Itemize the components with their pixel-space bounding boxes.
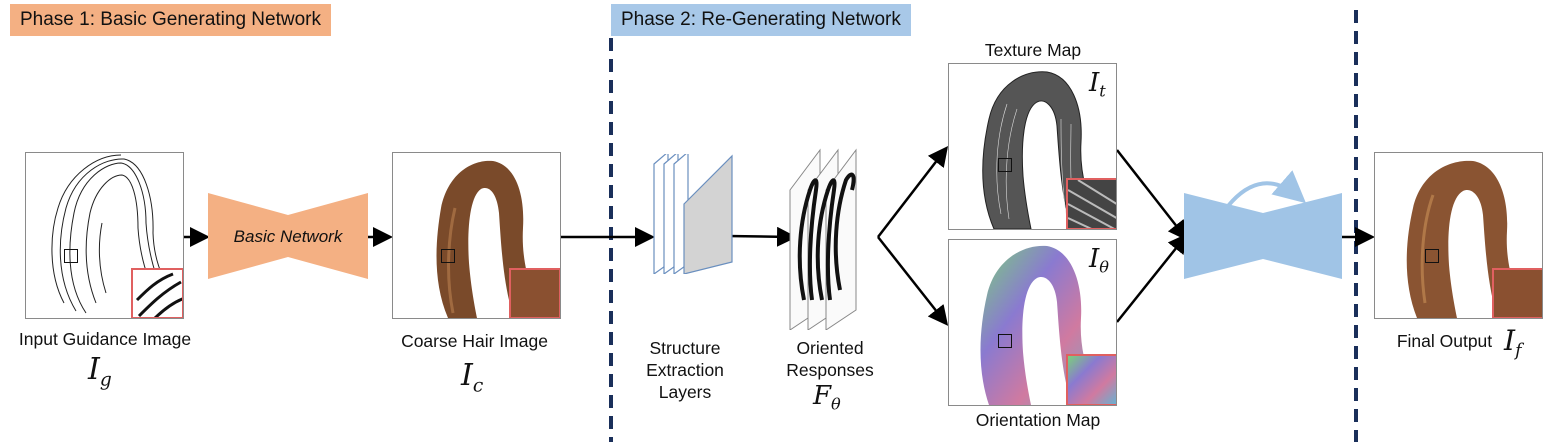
- coarse-symbol: Ic: [461, 358, 484, 397]
- coarse-hair-label: Coarse Hair Image: [401, 331, 548, 351]
- structure-label-line3: Layers: [658, 382, 712, 402]
- coarse-crop-marker: [441, 249, 455, 263]
- arrow-orientation-to-regen: [1116, 233, 1189, 323]
- texture-map-image: It: [948, 63, 1117, 230]
- input-zoom-inset: [131, 268, 183, 318]
- final-symbol: If: [1504, 324, 1522, 362]
- regen-loop-arrow: [1226, 170, 1307, 208]
- input-guidance-image: [25, 152, 184, 319]
- texture-map-label: Texture Map: [984, 40, 1082, 60]
- texture-symbol: It: [1089, 68, 1106, 101]
- input-symbol: Ig: [88, 352, 112, 391]
- arrow-structure-to-oriented: [726, 226, 797, 247]
- texture-zoom-inset: [1066, 178, 1116, 229]
- structure-label: Structure Extraction Layers: [625, 337, 745, 403]
- hair-sketch-icon: [51, 154, 177, 314]
- oriented-label-line1: Oriented: [796, 338, 864, 358]
- final-output-label: Final Output: [1396, 331, 1493, 351]
- orientation-crop-marker: [998, 334, 1012, 348]
- structure-label-line2: Extraction: [646, 360, 724, 380]
- final-output-image: [1374, 152, 1543, 319]
- coarse-hair-image: [392, 152, 561, 319]
- texture-crop-marker: [998, 158, 1012, 172]
- structure-label-line1: Structure: [649, 338, 721, 358]
- orientation-zoom-inset: [1066, 354, 1116, 405]
- final-crop-marker: [1425, 249, 1439, 263]
- arrow-texture-to-regen: [1116, 149, 1189, 241]
- final-zoom-inset: [1492, 268, 1542, 318]
- orientation-map-image: Iθ: [948, 239, 1117, 406]
- arrow-oriented-to-texture: [877, 146, 949, 238]
- input-crop-marker: [64, 249, 78, 263]
- input-guidance-label: Input Guidance Image: [18, 329, 192, 349]
- coarse-zoom-inset: [509, 268, 560, 318]
- orientation-map-label: Orientation Map: [975, 410, 1101, 430]
- phase2-label: Phase 2: Re-Generating Network: [611, 4, 911, 36]
- oriented-symbol: Fθ: [813, 381, 841, 414]
- oriented-label: Oriented Responses: [760, 337, 900, 381]
- orientation-symbol: Iθ: [1089, 244, 1109, 277]
- regen-network-shape: [1184, 193, 1342, 279]
- structure-extraction-layers-shape: [653, 154, 733, 274]
- oriented-label-line2: Responses: [786, 360, 874, 380]
- arrow-oriented-to-orientation: [877, 236, 949, 326]
- phase1-label: Phase 1: Basic Generating Network: [10, 4, 331, 36]
- basic-network-label: Basic Network: [233, 227, 343, 246]
- oriented-responses-shape: [789, 148, 857, 330]
- basic-network-shape: [208, 193, 368, 279]
